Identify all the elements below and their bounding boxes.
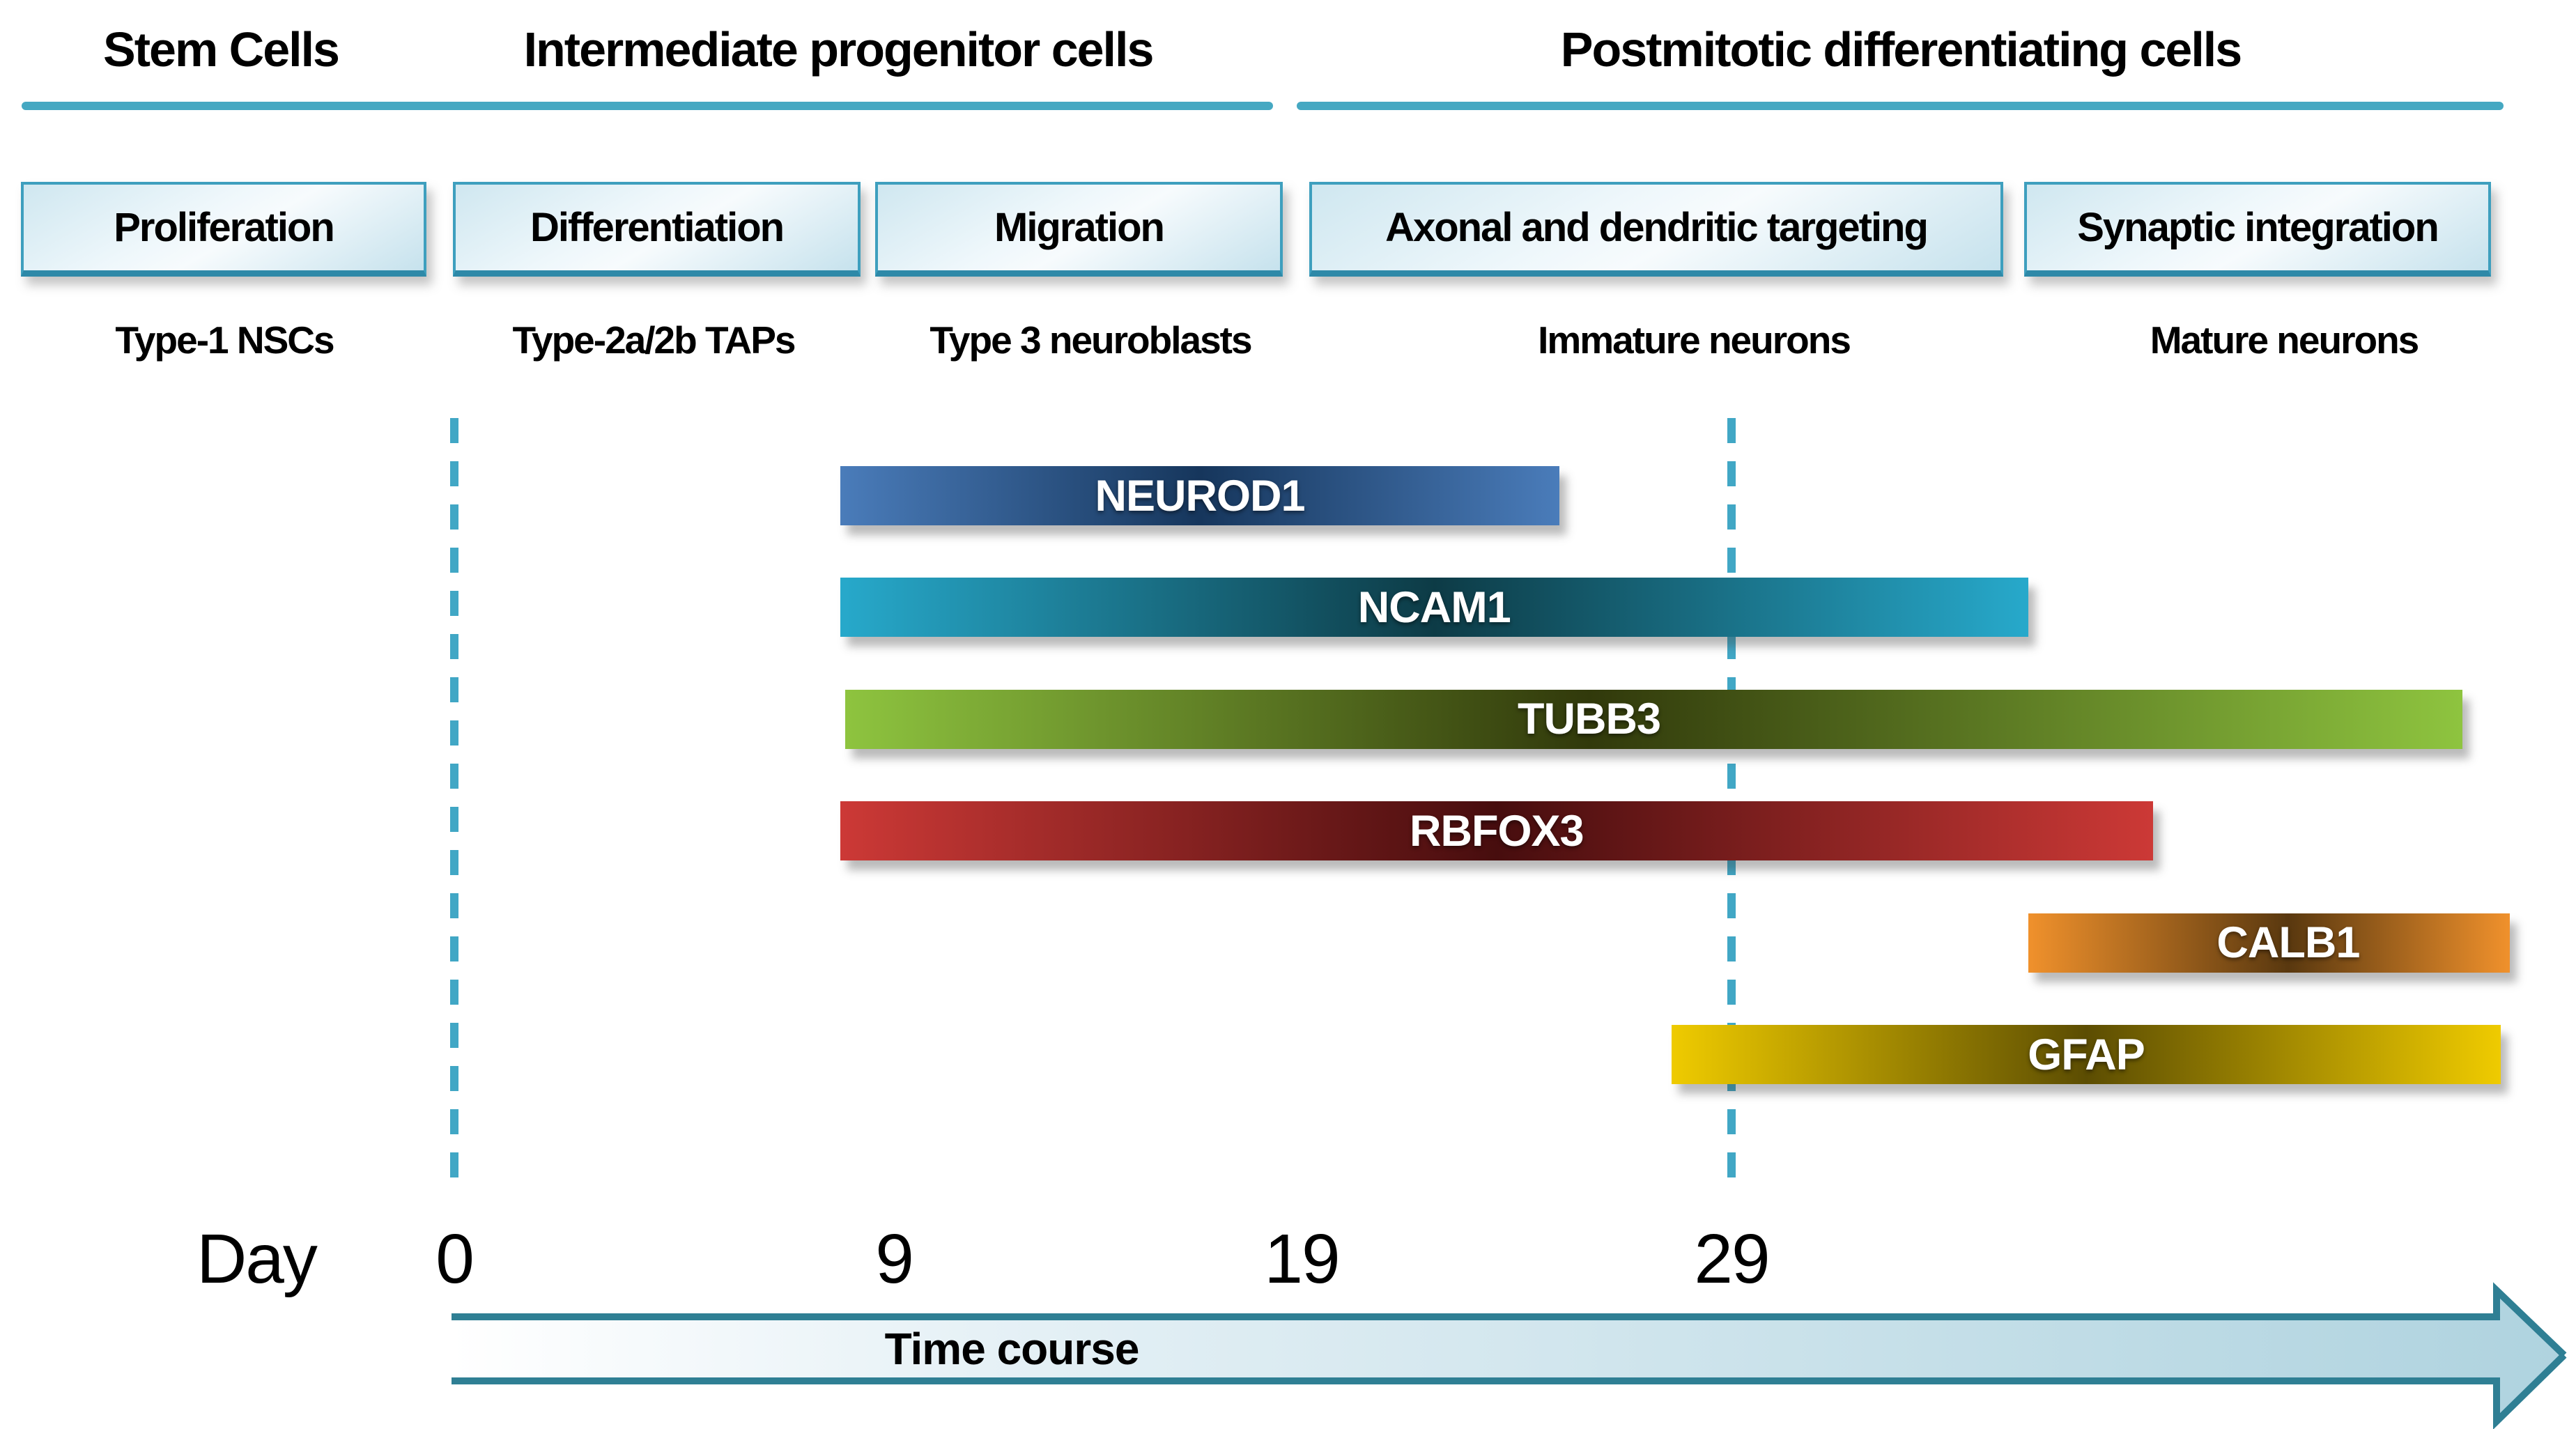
arrow-body-shape xyxy=(452,1290,2564,1421)
gene-bar-calb1: CALB1 xyxy=(2028,913,2510,973)
cell-type-label-type3-neuroblasts: Type 3 neuroblasts xyxy=(930,318,1252,362)
cell-type-label-type1-nscs: Type-1 NSCs xyxy=(115,318,334,362)
stage-label-stem-cells: Stem Cells xyxy=(103,22,340,77)
phase-box-axonal-dendritic-targeting: Axonal and dendritic targeting xyxy=(1309,182,2003,277)
stage-label-intermediate: Intermediate progenitor cells xyxy=(523,22,1155,77)
stage-underline-right xyxy=(1297,102,2504,110)
cell-type-label-immature-neurons: Immature neurons xyxy=(1538,318,1851,362)
arrow-top-border xyxy=(452,1282,2567,1358)
day-tick-0: 0 xyxy=(435,1219,475,1298)
gene-bar-tubb3: TUBB3 xyxy=(844,689,2462,749)
stage-underline-left xyxy=(22,102,1273,110)
gene-bar-ncam1: NCAM1 xyxy=(840,578,2028,638)
gene-bar-label-gfap: GFAP xyxy=(2028,1030,2145,1079)
gene-bar-neurod1: NEUROD1 xyxy=(840,466,1560,525)
phase-box-synaptic-integration: Synaptic integration xyxy=(2024,182,2491,277)
gene-bar-rbfox3: RBFOX3 xyxy=(840,801,2153,861)
time-course-label: Time course xyxy=(884,1324,1140,1374)
phase-label-proliferation: Proliferation xyxy=(114,205,335,250)
phase-box-differentiation: Differentiation xyxy=(453,182,861,277)
gene-bar-label-neurod1: NEUROD1 xyxy=(1095,471,1306,520)
phase-label-differentiation: Differentiation xyxy=(530,205,785,250)
gene-bar-label-tubb3: TUBB3 xyxy=(1518,695,1661,744)
phase-label-axonal-dendritic-targeting: Axonal and dendritic targeting xyxy=(1385,205,1929,250)
phase-box-migration: Migration xyxy=(875,182,1283,277)
cell-type-label-mature-neurons: Mature neurons xyxy=(2150,318,2420,362)
phase-label-synaptic-integration: Synaptic integration xyxy=(2077,205,2439,250)
day-tick-19: 19 xyxy=(1264,1219,1340,1298)
gene-bar-label-calb1: CALB1 xyxy=(2216,918,2360,968)
arrow-bottom-border xyxy=(452,1352,2567,1429)
day-axis-label: Day xyxy=(196,1219,318,1298)
cell-type-label-type2a2b-taps: Type-2a/2b TAPs xyxy=(512,318,796,362)
day-tick-9: 9 xyxy=(875,1219,914,1298)
day-0-dashed-line xyxy=(450,418,458,1188)
gene-bar-label-ncam1: NCAM1 xyxy=(1357,582,1511,632)
stage-label-postmitotic: Postmitotic differentiating cells xyxy=(1560,22,2242,77)
phase-label-migration: Migration xyxy=(994,205,1165,250)
day-tick-29: 29 xyxy=(1694,1219,1770,1298)
phase-box-proliferation: Proliferation xyxy=(21,182,426,277)
gene-bar-label-rbfox3: RBFOX3 xyxy=(1409,806,1584,856)
gene-bar-gfap: GFAP xyxy=(1671,1025,2501,1084)
